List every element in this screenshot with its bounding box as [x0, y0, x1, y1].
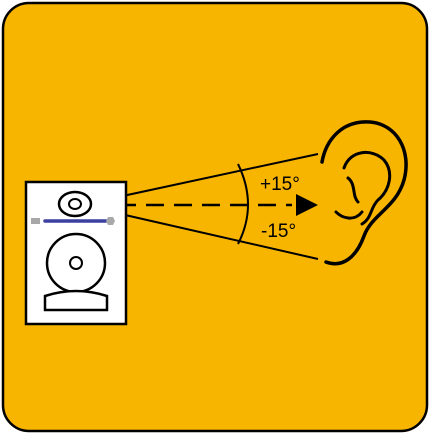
speaker-left-tab [31, 218, 40, 224]
speaker-port [45, 291, 107, 310]
speaker-tweeter-inner [69, 199, 81, 209]
angle-upper-label: +15° [260, 174, 300, 195]
speaker-icon [26, 182, 126, 324]
speaker-woofer-center [70, 257, 82, 269]
angle-lower-label: -15° [261, 221, 296, 242]
